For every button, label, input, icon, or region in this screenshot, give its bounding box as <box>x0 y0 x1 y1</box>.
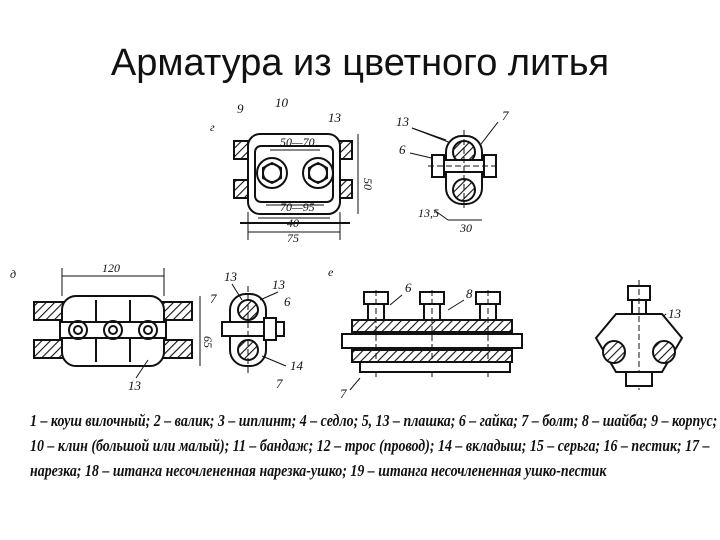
slide-title: Арматура из цветного литья <box>110 42 610 84</box>
legend-line-3: нарезка; 18 – штанга несочлененная нарез… <box>30 461 607 480</box>
callout-13-section: 13 <box>396 114 410 129</box>
callout-7-d: 7 <box>210 291 217 306</box>
callout-13a: 13 <box>224 269 238 284</box>
callout-13: 13 <box>328 110 342 125</box>
callout-13b: 13 <box>272 277 286 292</box>
callout-8-e: 8 <box>466 286 473 301</box>
dim-height-65: 65 <box>201 336 215 348</box>
callout-13-d: 13 <box>128 378 142 393</box>
clamp-three-bolt-d: д 120 65 13 7 <box>10 261 217 393</box>
dim-g-w1: 40 <box>287 216 299 230</box>
dim-g-h: 50 <box>361 178 375 190</box>
dim-offset: 13,5 <box>418 206 439 220</box>
clamp-section-view-g: 13 7 6 13,5 30 <box>396 108 509 235</box>
callout-7-section: 7 <box>502 108 509 123</box>
dim-g-w2: 75 <box>287 231 299 245</box>
panel-label-d: д <box>10 267 16 281</box>
clamp-bus-e: е 6 8 7 <box>328 265 523 401</box>
callout-6-d: 6 <box>284 294 291 309</box>
dim-g-bottom: 70—95 <box>280 200 315 214</box>
callout-9: 9 <box>237 101 244 116</box>
callout-10: 10 <box>275 95 289 110</box>
panel-label-g: г <box>210 120 215 134</box>
clamp-front-view-g: г 9 10 13 50—70 70—95 40 75 50 <box>210 95 375 245</box>
legend: 1 – коуш вилочный; 2 – валик; 3 – шплинт… <box>30 408 717 483</box>
panel-label-e: е <box>328 265 334 279</box>
callout-6-e: 6 <box>405 280 412 295</box>
dim-width-30: 30 <box>459 221 472 235</box>
callout-13-f: 13 <box>668 306 682 321</box>
callout-7-d-section: 7 <box>276 376 283 391</box>
legend-line-2: 10 – клин (большой или малый); 11 – банд… <box>30 436 710 455</box>
callout-6-section: 6 <box>399 142 406 157</box>
callout-7-e: 7 <box>340 386 347 401</box>
clamp-section-d: 13 13 6 14 7 <box>221 269 304 391</box>
callout-14: 14 <box>290 358 304 373</box>
legend-line-1: 1 – коуш вилочный; 2 – валик; 3 – шплинт… <box>30 411 718 430</box>
dim-length-120: 120 <box>102 261 120 275</box>
clamp-section-e: 13 <box>594 280 684 390</box>
dim-g-top: 50—70 <box>280 135 315 149</box>
